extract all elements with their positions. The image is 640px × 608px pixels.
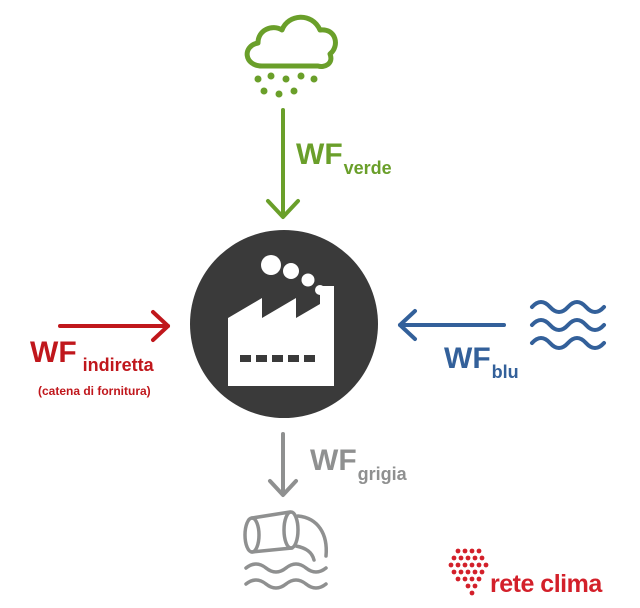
discharge-pipe-icon [243,510,328,590]
wf-grigia-main: WF [310,444,357,477]
rete-clima-logo-icon [448,548,489,596]
rete-clima-logo-text: rete clima [490,570,602,598]
wf-blu-main: WF [444,342,491,375]
wf-verde-label: WFverde [296,138,392,178]
blu-arrow [398,309,506,341]
water-waves-icon [530,300,606,350]
grigia-arrow [268,432,298,497]
wf-blu-sub: blu [491,362,519,382]
wf-indiretta-sub: indiretta [82,355,154,375]
wf-indiretta-main: WF [30,336,77,369]
rain-cloud-icon [244,14,338,98]
wf-indiretta-note: (catena di fornitura) [38,384,151,398]
factory-icon [190,230,378,418]
indiretta-arrow [58,310,170,342]
wf-grigia-sub: grigia [357,464,407,484]
wf-verde-main: WF [296,138,343,171]
wf-grigia-label: WFgrigia [310,444,407,484]
verde-arrow [266,108,300,219]
wf-blu-label: WFblu [444,342,519,382]
wf-verde-sub: verde [343,158,392,178]
